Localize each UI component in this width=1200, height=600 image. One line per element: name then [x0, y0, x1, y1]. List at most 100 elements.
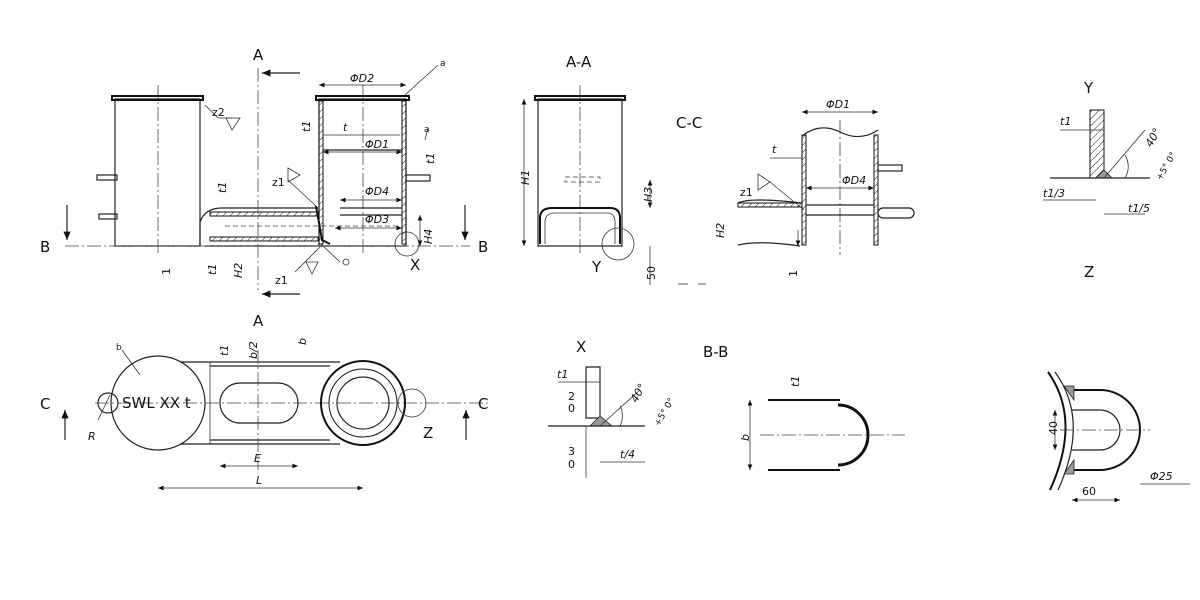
leader-a-top [404, 64, 439, 96]
cc-tube-wall-right [873, 134, 879, 246]
dim-phi25: Φ25 [1150, 470, 1173, 483]
dim-t1-plan: t1 [218, 345, 231, 356]
left-pin-upper [96, 174, 118, 181]
dim-one-front: 1 [160, 268, 173, 275]
dim-b2-plan: b/2 [247, 341, 260, 359]
left-pin-lower [98, 213, 118, 220]
y-angle-arc [1124, 154, 1129, 179]
z-weld-bottom [1063, 458, 1075, 475]
dim-r: R [88, 430, 96, 443]
right-tube [318, 98, 407, 247]
right-tube-cap [315, 95, 410, 101]
section-aa-view: A-A Y H1 H3 50 [519, 53, 658, 285]
weld-z2-symbol [225, 117, 241, 131]
aa-hook [539, 207, 621, 244]
dim-r-line [97, 394, 111, 421]
ring-mid [328, 368, 398, 438]
title-cc: C-C [676, 114, 702, 132]
title-bb: B-B [703, 343, 728, 361]
label-a-bottom: A [253, 312, 264, 330]
right-tube-wall-left [318, 100, 324, 245]
dim-t-4: t/4 [620, 448, 635, 461]
cc-plate-top [737, 199, 803, 204]
dim-t: t [343, 121, 348, 134]
title-x: X [576, 338, 586, 356]
hook-top-edge [199, 207, 318, 246]
dim-angle-x: 40° [628, 381, 649, 404]
dim-e: E [254, 452, 261, 465]
section-bb-view: B-B b t1 [703, 343, 905, 471]
dim-h2: H2 [232, 263, 245, 278]
dim-d1: ΦD1 [365, 138, 389, 151]
leader-b [121, 349, 141, 376]
z-weld-top [1063, 385, 1075, 402]
note-a-top: a [440, 59, 446, 69]
dim-t1-x: t1 [557, 368, 568, 381]
dim-d4-cc: ΦD4 [842, 174, 866, 187]
detail-x-view: X t1 2 0 3 0 40° +5° 0° t/4 [548, 338, 677, 478]
weld-z2: z2 [212, 106, 225, 119]
dim-h1: H1 [519, 170, 532, 185]
title-y: Y [1083, 79, 1094, 97]
weld-z1-bottom: z1 [275, 274, 288, 287]
dim-t1-y: t1 [1060, 115, 1071, 128]
dim-zero-lower: 0 [568, 458, 575, 471]
dim-t-cc: t [772, 143, 777, 156]
weld-z1-leader-top [287, 179, 317, 207]
dim-sixty: 60 [1082, 485, 1096, 498]
dim-two: 2 [568, 390, 575, 403]
dim-d4: ΦD4 [365, 185, 389, 198]
weld-mark [342, 258, 350, 266]
cc-tube-wall-left [801, 134, 807, 246]
label-x: X [410, 256, 420, 274]
cc-side-pin [877, 164, 903, 172]
dim-h3: H3 [642, 187, 655, 202]
title-aa: A-A [566, 53, 592, 71]
dim-t1-bb: t1 [789, 376, 802, 387]
x-plate [585, 366, 601, 419]
dim-t1-5: t1/5 [1128, 202, 1150, 215]
detail-x-circle [394, 231, 420, 257]
dim-b-bb: b [739, 434, 752, 441]
dim-one-cc: 1 [787, 270, 800, 277]
bb-ring [837, 403, 870, 467]
detail-z-circle [397, 388, 427, 418]
dim-angle-y: 40° [1143, 126, 1164, 149]
detail-y-view: Y t1 40° +5° 0° t1/3 t1/5 [1043, 79, 1179, 215]
weld-z1-cc: z1 [740, 186, 753, 199]
dim-t1-3: t1/3 [1043, 187, 1065, 200]
dim-d1-cc: ΦD1 [826, 98, 850, 111]
label-c-left: C [40, 395, 50, 413]
dim-zero-upper: 0 [568, 402, 575, 415]
ring-inner [336, 376, 390, 430]
dim-t1-side: t1 [424, 153, 437, 164]
dim-tol-y: +5° 0° [1155, 151, 1179, 183]
weld-z1-cc-leader [769, 181, 805, 211]
aa-hidden-pin [564, 176, 601, 183]
leader-a-side [424, 127, 429, 141]
z-u-inner [1072, 409, 1121, 451]
left-cylinder [114, 98, 201, 247]
z-plate-outer [1047, 371, 1067, 491]
dim-t1-tube: t1 [300, 121, 313, 132]
nameplate-text: SWL XX t [122, 394, 191, 412]
dim-forty: 40 [1047, 421, 1060, 435]
dim-d2: ΦD2 [350, 72, 374, 85]
tube-side-pin [405, 174, 431, 182]
detail-y-circle [601, 227, 635, 261]
note-a-side: a [424, 125, 430, 135]
weld-z1-symbol-bottom [305, 261, 319, 275]
dim-h4: H4 [422, 229, 435, 244]
label-b-right: B [478, 238, 488, 256]
y-plate [1089, 109, 1105, 179]
z-plate-inner [1054, 371, 1074, 491]
cc-pin-out [877, 207, 915, 219]
dim-t1-bottom: t1 [206, 264, 219, 275]
dim-three: 3 [568, 445, 575, 458]
dim-d3: ΦD3 [365, 213, 389, 226]
ring-outer [320, 360, 406, 446]
label-c-right: C [478, 395, 488, 413]
left-cylinder-cap [111, 95, 204, 101]
note-b: b [116, 343, 122, 353]
